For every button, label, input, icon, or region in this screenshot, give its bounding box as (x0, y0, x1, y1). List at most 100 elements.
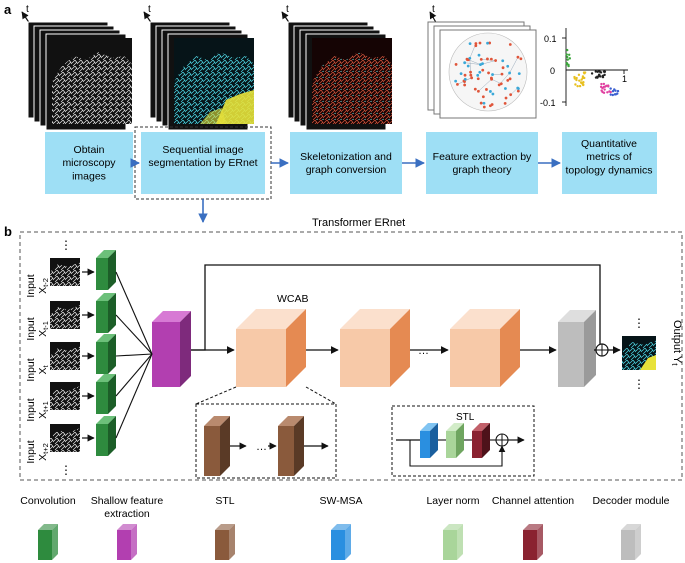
graph-node (454, 79, 458, 83)
zoom-line (195, 386, 237, 405)
scatter-point (565, 53, 568, 56)
scatter-point (580, 78, 583, 81)
graph-node (477, 53, 481, 57)
graph-node (463, 61, 467, 65)
y-tick-top: 0.1 (544, 34, 557, 44)
graph-node (497, 83, 501, 87)
time-axis-label: t (148, 4, 151, 15)
legend-label: Convolution (20, 495, 76, 507)
scatter-point (607, 85, 610, 88)
y-tick-zero: 0 (550, 66, 555, 76)
scatter-point (616, 92, 619, 95)
transformer-title: Transformer ERnet (312, 217, 405, 229)
scatter-point (601, 86, 604, 90)
graph-node (469, 70, 472, 74)
scatter-point (601, 74, 605, 78)
graph-node (516, 55, 520, 59)
scatter-point (565, 48, 569, 52)
graph-node (517, 72, 521, 76)
scatter-point (568, 53, 571, 56)
scatter-point (576, 84, 579, 88)
stl-label: STL (456, 412, 475, 423)
scatter-point (596, 75, 599, 78)
y-tick-bottom: -0.1 (540, 98, 556, 108)
graph-node (479, 63, 482, 66)
legend-swatch (523, 524, 543, 560)
scatter-point (602, 82, 606, 86)
svg-text:Output Yt: Output Yt (670, 320, 683, 366)
graph-node (476, 77, 480, 81)
graph-node (490, 76, 493, 80)
graph-node (486, 57, 489, 61)
graph-node (463, 73, 467, 77)
convolution-block (96, 334, 116, 374)
time-axis-label: t (286, 4, 289, 15)
scatter-point (609, 87, 612, 90)
ellipsis: … (418, 345, 429, 357)
output-dots-bottom: ⋮ (633, 377, 645, 391)
wcab-block (450, 309, 520, 387)
graph-edge (478, 79, 492, 92)
legend-swatch (443, 524, 463, 560)
scatter-point (575, 76, 578, 80)
graph-node (473, 87, 477, 91)
fusion-line (115, 314, 153, 355)
svg-text:Xt-1: Xt-1 (37, 321, 50, 337)
graph-node (494, 59, 497, 62)
shallow-feature-block (152, 311, 191, 387)
graph-node (478, 70, 482, 74)
transformer-ernet-frame (19, 231, 683, 481)
stl-structure-box: STL (391, 405, 535, 477)
graph-node (485, 88, 488, 91)
input-dots-bottom: ⋮ (60, 463, 72, 477)
scatter-point (581, 75, 585, 78)
scatter-point (600, 82, 603, 86)
legend-label: SW-MSA (320, 495, 363, 507)
scatter-point (608, 90, 611, 93)
step-box-segmentation (141, 132, 265, 194)
scatter-point (566, 58, 569, 61)
legend-label: Layer norm (426, 495, 479, 507)
svg-text:Xt-2: Xt-2 (37, 278, 50, 294)
fusion-line (115, 271, 153, 355)
graph-node (465, 57, 469, 61)
time-axis-label: t (432, 4, 435, 15)
scatter-point (574, 83, 577, 86)
graph-node (516, 89, 520, 93)
scatter-point (583, 71, 587, 74)
scatter-point (602, 70, 606, 73)
graph-node (476, 89, 480, 93)
scatter-point (604, 85, 607, 88)
decoder-block (558, 310, 596, 387)
graph-node (481, 68, 485, 72)
svg-text:Input: Input (25, 317, 37, 340)
scatter-point (616, 89, 620, 93)
graph-node (506, 64, 510, 68)
scatter-point (565, 55, 569, 59)
graph-edge (464, 62, 481, 65)
svg-text:Xt+2: Xt+2 (37, 443, 50, 461)
scatter-point (598, 74, 601, 77)
graph-node (486, 41, 489, 45)
output-image (622, 336, 656, 370)
graph-node (509, 93, 513, 97)
convolution-block (96, 374, 116, 414)
svg-text:Input: Input (25, 274, 37, 297)
input-dots-top: ⋮ (60, 238, 72, 252)
graph-node (481, 95, 485, 99)
graph-node (508, 43, 512, 46)
fusion-line (115, 353, 153, 397)
graph-node (506, 79, 510, 82)
graph-node (463, 77, 467, 81)
legend-swatch (331, 524, 351, 560)
graph-node (504, 96, 508, 100)
scatter-point (578, 84, 582, 88)
scatter-point (568, 57, 572, 60)
graph-node (491, 73, 494, 76)
